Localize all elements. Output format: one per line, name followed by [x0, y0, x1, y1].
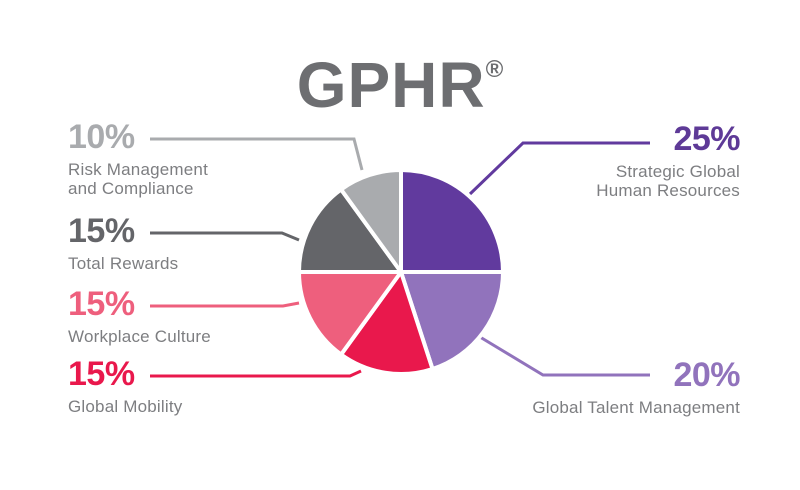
leader-line-workplace-culture [150, 301, 300, 308]
registered-trademark-symbol: ® [485, 56, 504, 83]
callout-label: Global Talent Management [532, 398, 740, 417]
callout-percent: 15% [68, 285, 135, 323]
pie-slice-strategic-global-human-resources [399, 168, 505, 274]
leader-line-total-rewards [150, 231, 300, 242]
pie-slice-global-mobility [339, 270, 435, 376]
callout-label: Workplace Culture [68, 327, 211, 346]
callout-label: Global Mobility [68, 397, 183, 416]
callout-percent: 10% [68, 118, 135, 156]
callout-workplace-culture: 15% Workplace Culture [68, 287, 211, 346]
callout-percent: 20% [673, 356, 740, 394]
callout-percent: 15% [68, 212, 135, 250]
pie-slices [297, 168, 505, 376]
leader-line-risk-management [150, 137, 364, 171]
pie-slice-total-rewards [297, 187, 403, 274]
pie-slice-workplace-culture [297, 270, 403, 357]
leader-lines [150, 137, 650, 378]
leader-line-global-mobility [150, 369, 362, 378]
callout-percent: 15% [68, 355, 135, 393]
title-text: GPHR [296, 49, 486, 121]
leader-line-global-talent-management [479, 335, 650, 377]
callout-total-rewards: 15% Total Rewards [68, 214, 178, 273]
callout-global-mobility: 15% Global Mobility [68, 357, 183, 416]
leader-line-strategic-global-hr [468, 141, 650, 196]
callout-label: Total Rewards [68, 254, 179, 273]
callout-global-talent-management: 20% Global Talent Management [532, 358, 740, 417]
page-title: GPHR® [0, 36, 800, 119]
pie-slice-risk-management-and-compliance [339, 168, 403, 274]
callout-percent: 25% [673, 120, 740, 158]
